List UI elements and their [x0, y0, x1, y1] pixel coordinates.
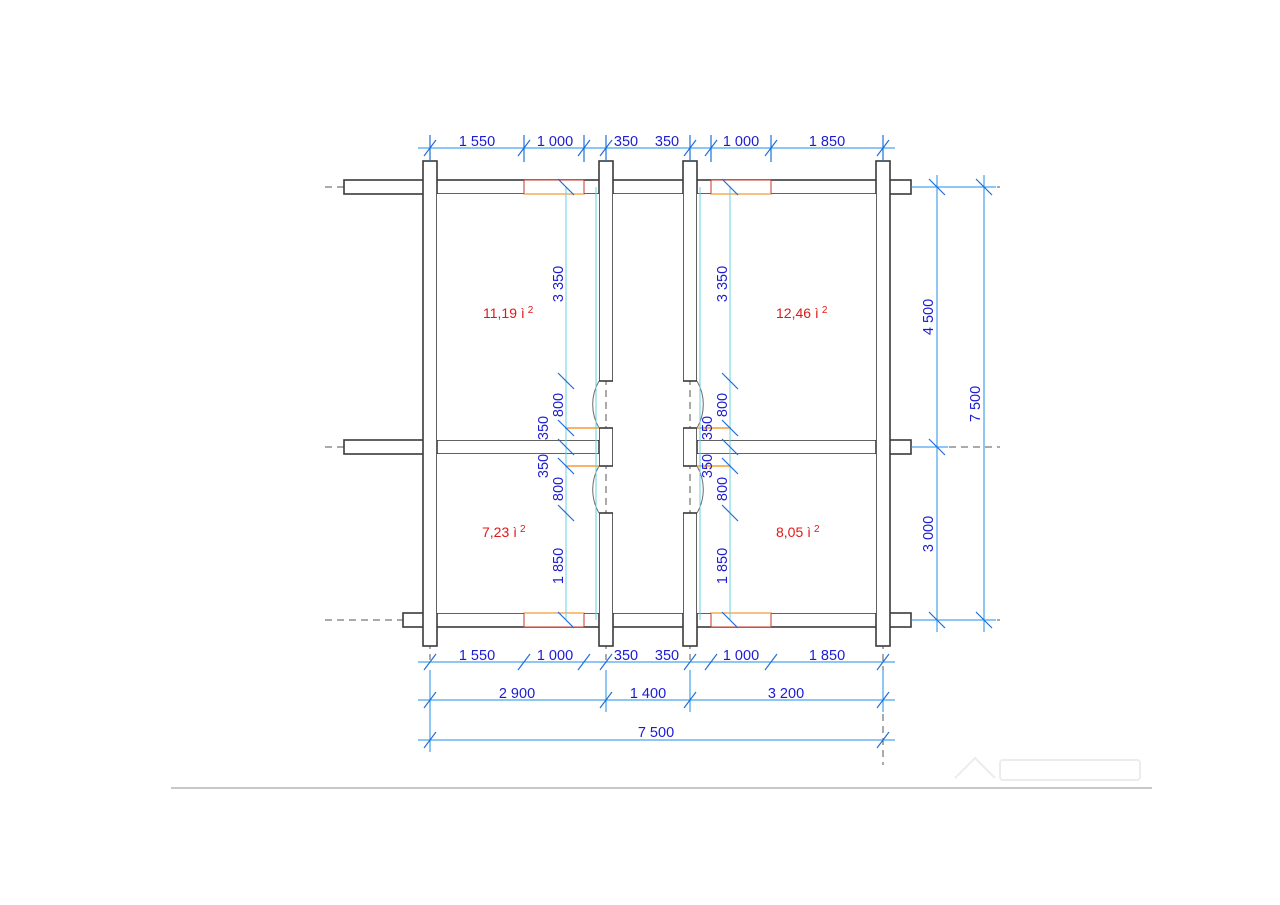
dim-label: 3 350	[715, 266, 731, 302]
area-unit-sup: 2	[822, 305, 828, 316]
dim-label: 800	[715, 477, 731, 501]
wall-middle-right	[670, 439, 912, 455]
room-area-label: 12,46 ì	[776, 305, 819, 321]
room-area-label: 11,19 ì	[483, 305, 525, 321]
room-area-label: 7,23 ì	[482, 524, 517, 540]
area-unit-sup: 2	[520, 524, 526, 535]
wall-corridor-right-upper	[682, 160, 698, 382]
dimension-right-total: 7 500	[948, 175, 996, 632]
door-arc-lower-left	[592, 465, 600, 514]
dim-label: 2 900	[499, 686, 535, 702]
dim-label: 7 500	[638, 725, 674, 741]
dim-label: 3 000	[921, 516, 937, 552]
dimension-right: 4 500 3 000	[911, 175, 948, 632]
dim-label: 350	[700, 454, 716, 478]
dim-label: 800	[551, 477, 567, 501]
dimension-bottom-total: 7 500	[418, 712, 895, 752]
door-arc-upper-left	[592, 380, 600, 429]
dim-label: 4 500	[921, 299, 937, 335]
dim-label: 350	[655, 134, 679, 150]
wall-middle-left	[343, 439, 616, 455]
dimension-inner-left: 3 350 800 350 350 800 1 850	[536, 178, 597, 629]
svg-text:11,19 ì2: 11,19 ì2	[483, 305, 534, 321]
dim-label: 1 850	[809, 134, 845, 150]
dimension-bottom-mid: 2 900 1 400 3 200	[418, 670, 895, 712]
dim-label: 800	[551, 393, 567, 417]
dimension-top: 1 550 1 000 350 350 1 000 1 850	[418, 134, 895, 162]
dim-label: 350	[614, 648, 638, 664]
area-unit-sup: 2	[814, 524, 820, 535]
dim-label: 3 350	[551, 266, 567, 302]
dim-label: 350	[536, 454, 552, 478]
dim-label: 1 400	[630, 686, 666, 702]
dim-label: 1 850	[809, 648, 845, 664]
dim-label: 1 550	[459, 134, 495, 150]
wall-corridor-right-lower	[682, 512, 698, 647]
dim-label: 1 000	[537, 648, 573, 664]
door-arc-lower-right	[696, 465, 704, 514]
dim-label: 7 500	[968, 386, 984, 422]
dim-label: 350	[655, 648, 679, 664]
dim-label: 1 000	[723, 648, 759, 664]
dimension-inner-right: 3 350 800 350 350 800 1 850	[699, 178, 739, 629]
watermark-logo	[954, 756, 1141, 781]
wall-right	[875, 160, 891, 647]
dim-label: 350	[614, 134, 638, 150]
dim-label: 1 550	[459, 648, 495, 664]
dim-label: 350	[536, 416, 552, 440]
area-unit-sup: 2	[528, 305, 534, 316]
window-bottom-right	[710, 612, 772, 628]
svg-text:8,05 ì2: 8,05 ì2	[776, 524, 820, 540]
wall-left	[422, 160, 438, 647]
dim-label: 1 000	[537, 134, 573, 150]
svg-text:12,46 ì2: 12,46 ì2	[776, 305, 828, 321]
door-arc-upper-right	[696, 380, 704, 429]
wall-bottom	[402, 612, 912, 628]
svg-text:7,23 ì2: 7,23 ì2	[482, 524, 526, 540]
dimension-bottom: 1 550 1 000 350 350 1 000 1 850	[418, 648, 895, 671]
doors	[565, 380, 731, 514]
wall-corridor-left-upper	[598, 160, 614, 382]
dim-label: 350	[700, 416, 716, 440]
window-top-right	[710, 179, 772, 195]
dim-label: 800	[715, 393, 731, 417]
window-top-left	[523, 179, 585, 195]
walls	[343, 160, 912, 647]
dim-label: 1 000	[723, 134, 759, 150]
dim-label: 1 850	[715, 548, 731, 584]
room-area-label: 8,05 ì	[776, 524, 811, 540]
wall-corridor-left-lower	[598, 512, 614, 647]
dim-label: 1 850	[551, 548, 567, 584]
dim-label: 3 200	[768, 686, 804, 702]
window-bottom-left	[523, 612, 585, 628]
